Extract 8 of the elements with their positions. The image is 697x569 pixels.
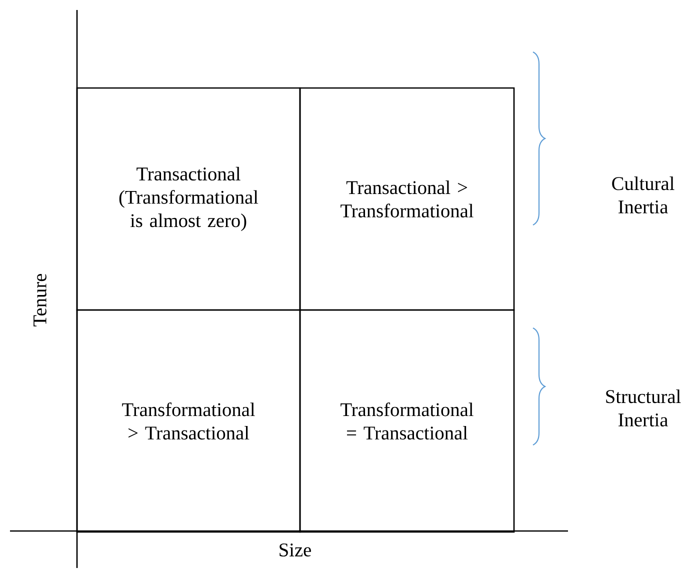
quadrant-cell: Transactional (Transformational is almost zero) bbox=[76, 87, 301, 311]
inertia-label: Structural Inertia bbox=[606, 390, 681, 426]
quadrant-cell: Transformational = Transactional bbox=[299, 309, 515, 533]
quadrant-cell: Transformational > Transactional bbox=[76, 309, 301, 533]
axis-label: Tenure bbox=[34, 274, 46, 326]
inertia-label: Cultural Inertia bbox=[612, 176, 674, 214]
axis-label: Size bbox=[280, 544, 311, 556]
quadrant-cell: Transactional > Transformational bbox=[299, 87, 515, 311]
